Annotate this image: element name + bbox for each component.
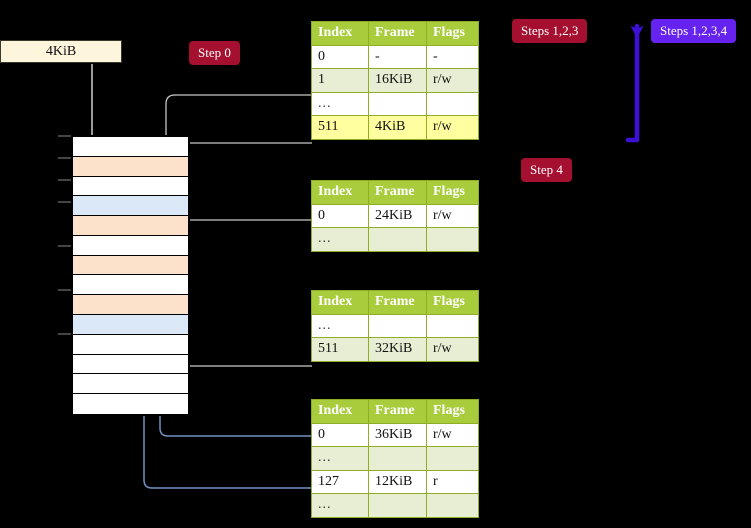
table-cell [426,493,479,518]
memory-frame-row [73,315,188,335]
memory-frame-row [73,354,188,375]
table-cell [368,493,427,518]
table-cell: r/w [426,203,479,228]
table-row[interactable]: ... [311,227,479,252]
badge-steps-123: Steps 1,2,3 [512,19,588,43]
column-header-index: Index [311,21,369,46]
table-cell: r/w [426,337,479,362]
memory-frame-row [73,235,188,256]
page-frame-box: 4KiB [0,40,122,63]
column-header-flags: Flags [426,180,479,205]
memory-frame-row [73,216,188,236]
table-cell: 0 [311,44,369,69]
memory-frame-row [73,255,188,276]
badge-step-0: Step 0 [189,41,240,65]
memory-frame-row [73,137,188,157]
table-cell: - [426,44,479,69]
table-cell: ... [311,227,369,252]
column-header-flags: Flags [426,21,479,46]
badge-step-4: Step 4 [521,158,572,182]
column-header-flags: Flags [426,290,479,315]
table-row[interactable]: ... [311,91,479,116]
table-cell: 36KiB [368,422,427,447]
table-cell: 511 [311,115,369,140]
column-header-frame: Frame [368,180,427,205]
memory-frame-row [73,156,188,177]
table-cell: ... [311,313,369,338]
table-cell [426,227,479,252]
memory-frame-row [73,196,188,217]
table-cell: ... [311,446,369,471]
table-cell: ... [311,493,369,518]
table-row[interactable]: ... [311,493,479,518]
table-cell [368,227,427,252]
memory-frame-row [73,176,188,197]
memory-frame-row [73,374,188,395]
table-cell [368,446,427,471]
column-header-index: Index [311,399,369,424]
table-cell [426,446,479,471]
column-header-frame: Frame [368,21,427,46]
table-cell: ... [311,91,369,116]
table-cell: 127 [311,469,369,494]
table-cell [426,313,479,338]
table-row[interactable]: ... [311,313,479,338]
table-cell: 0 [311,203,369,228]
table-cell: 32KiB [368,337,427,362]
table-cell: r/w [426,422,479,447]
column-header-index: Index [311,180,369,205]
column-header-frame: Frame [368,290,427,315]
badge-steps-1234: Steps 1,2,3,4 [651,19,737,43]
column-header-frame: Frame [368,399,427,424]
table-row[interactable]: 0-- [311,44,479,69]
column-header-flags: Flags [426,399,479,424]
table-cell: 12KiB [368,469,427,494]
table-cell [368,91,427,116]
table-cell: 0 [311,422,369,447]
table-cell: 511 [311,337,369,362]
table-cell: r [426,469,479,494]
table-cell: r/w [426,115,479,140]
column-header-index: Index [311,290,369,315]
memory-frame-row [73,394,188,414]
memory-frame-row [73,295,188,316]
table-row[interactable]: ... [311,446,479,471]
table-cell [426,91,479,116]
table-cell [368,313,427,338]
table-cell: 4KiB [368,115,427,140]
page-frame-label: 4KiB [45,43,77,59]
table-cell: 16KiB [368,68,427,93]
table-cell: 24KiB [368,203,427,228]
table-cell: r/w [426,68,479,93]
memory-frame-row [73,275,188,296]
table-cell: 1 [311,68,369,93]
physical-memory-column [71,135,190,416]
memory-frame-row [73,334,188,355]
table-cell: - [368,44,427,69]
